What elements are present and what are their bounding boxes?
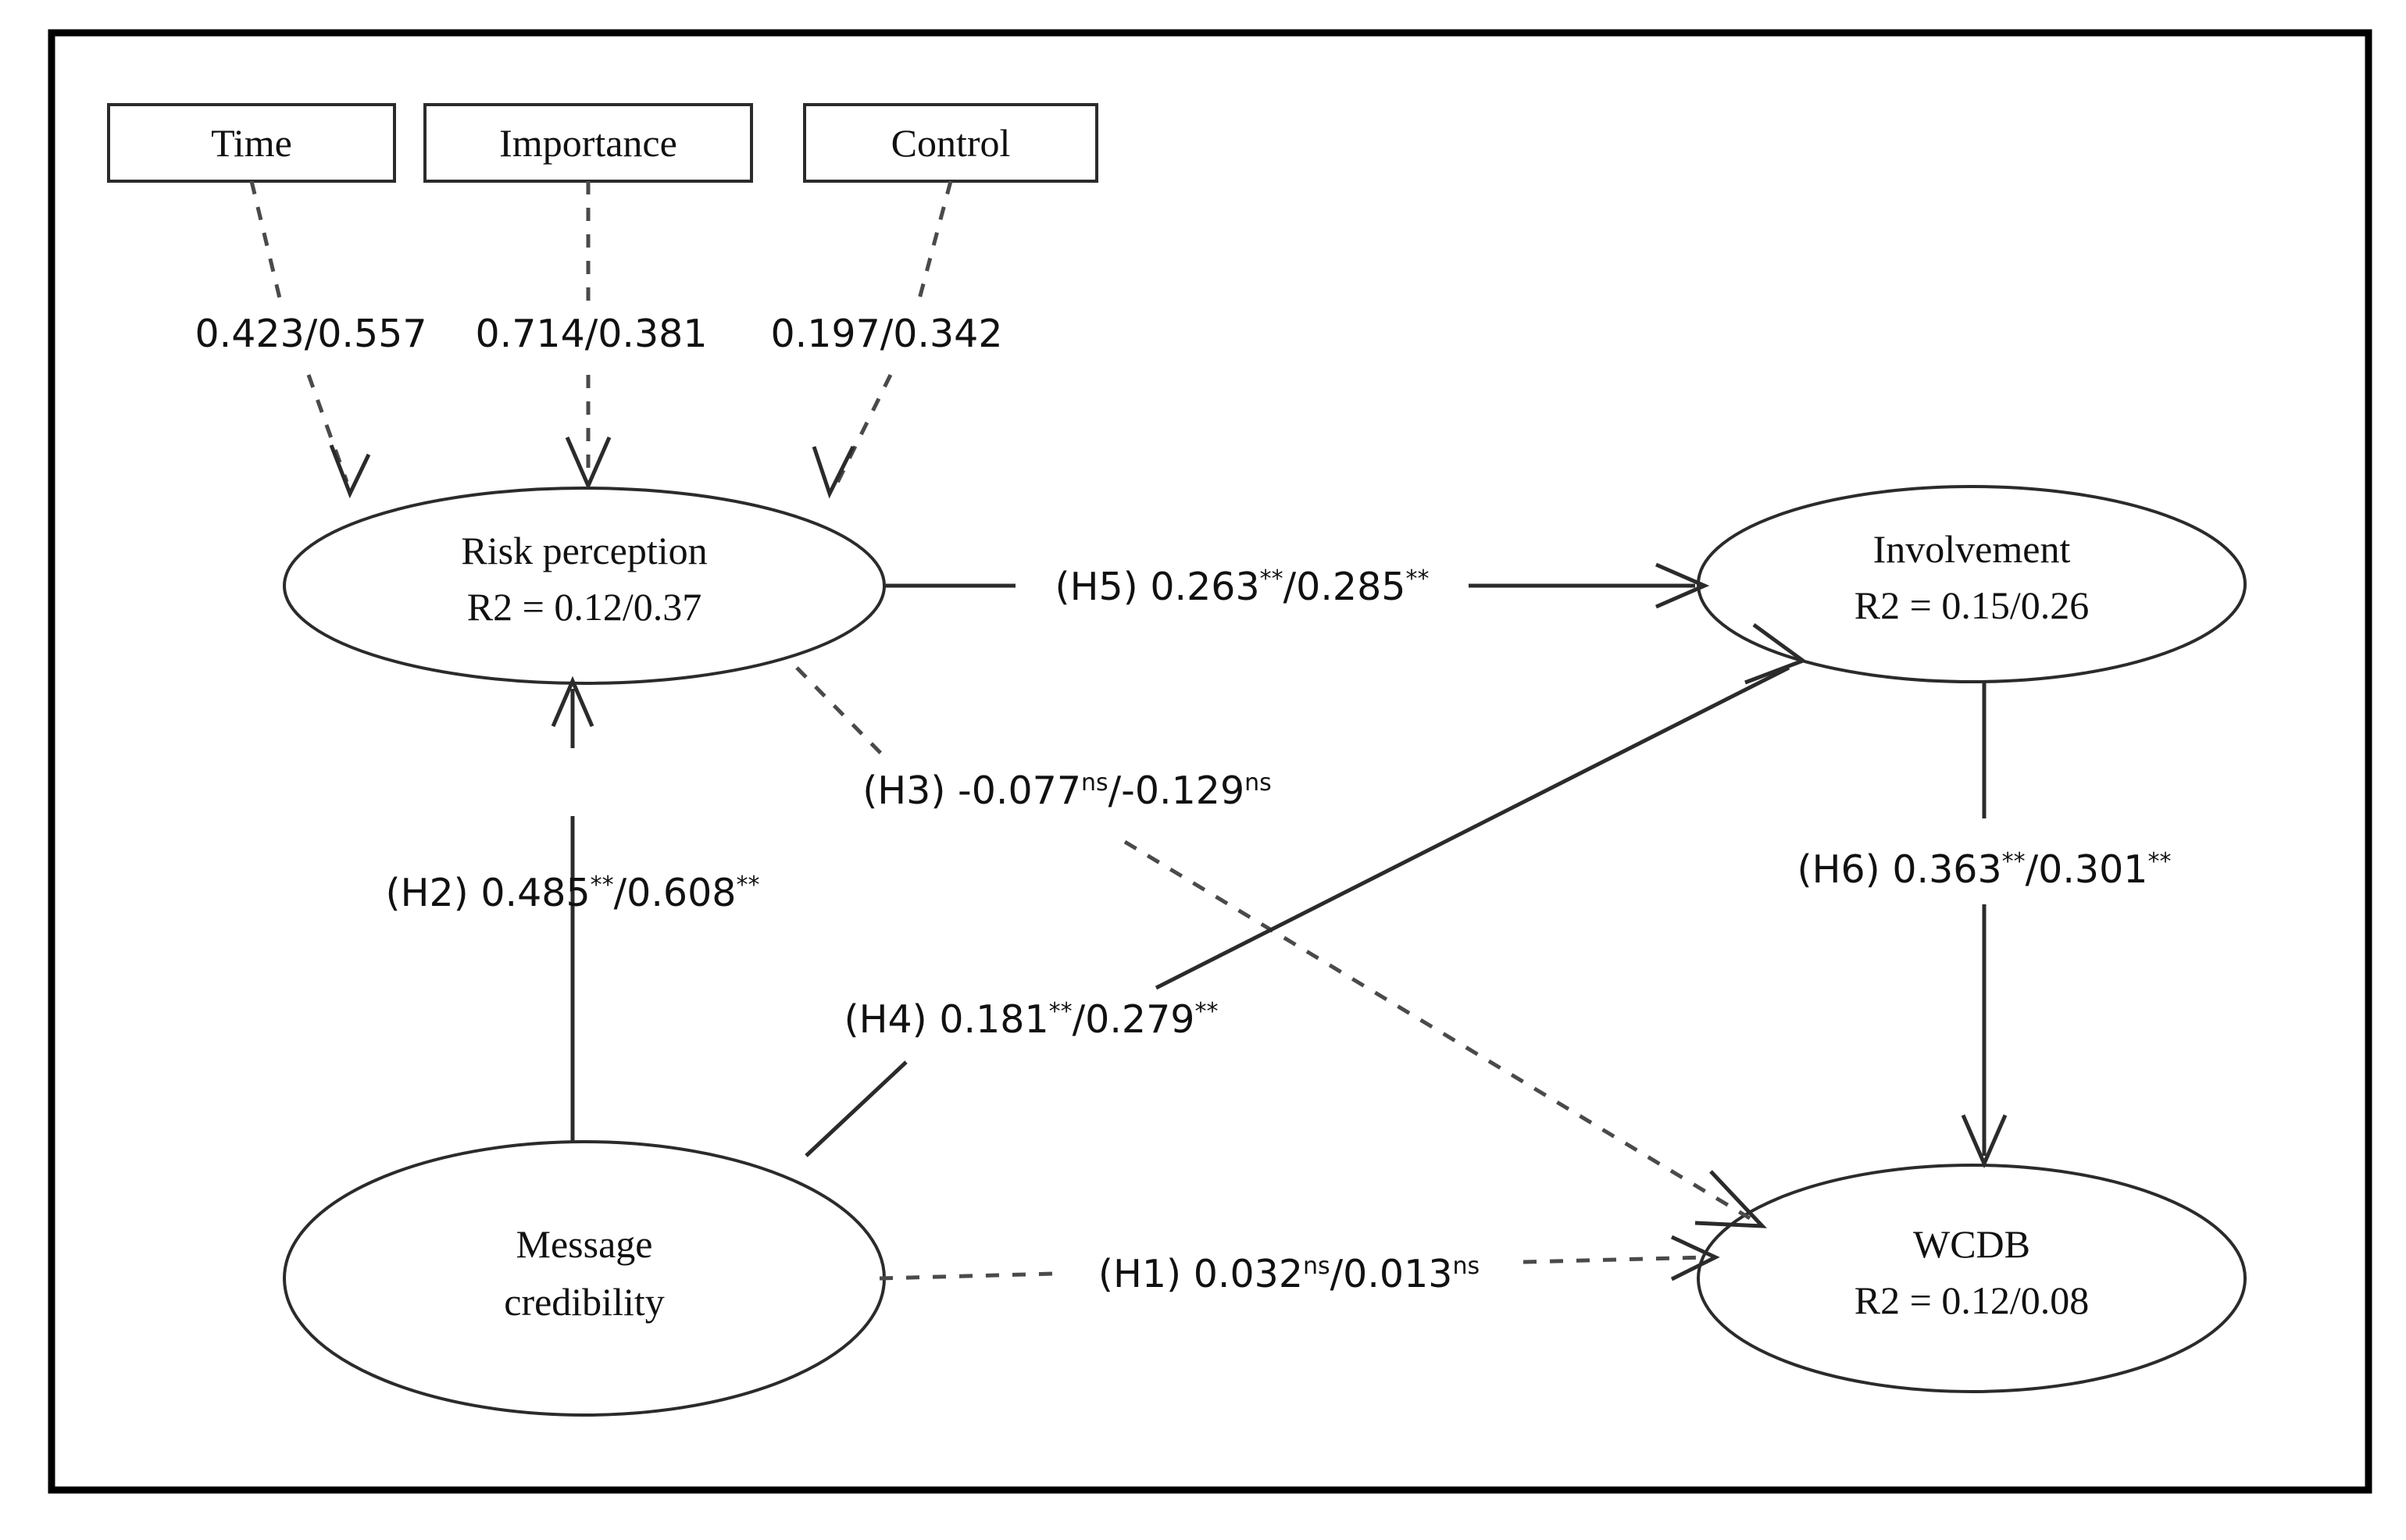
node-control: Control <box>803 103 1098 183</box>
h4-sup2: ** <box>1194 998 1218 1025</box>
message-credibility-ellipse <box>283 1140 886 1417</box>
node-wcdb: WCDB R2 = 0.12/0.08 <box>1697 1164 2247 1393</box>
edge-h4 <box>805 622 1808 1157</box>
message-credibility-label-line2: credibility <box>504 1280 665 1324</box>
node-importance: Importance <box>423 103 753 183</box>
h4-coef1: 0.181 <box>939 997 1048 1042</box>
h5-sup1: ** <box>1260 565 1283 593</box>
edge-importance-to-risk <box>565 181 612 491</box>
node-message-credibility: Message credibility <box>283 1140 886 1417</box>
importance-label: Importance <box>499 121 677 165</box>
h2-coef2: 0.608 <box>626 871 736 915</box>
h2-sup2: ** <box>736 872 759 899</box>
h2-sup1: ** <box>591 872 614 899</box>
h2-hypothesis: (H2) <box>386 871 469 915</box>
h6-sup1: ** <box>2002 848 2026 875</box>
h5-sup2: ** <box>1405 565 1429 593</box>
edge-time-to-risk <box>249 180 371 499</box>
node-involvement: Involvement R2 = 0.15/0.26 <box>1697 485 2247 683</box>
message-credibility-label-line1: Message <box>516 1222 653 1266</box>
time-label: Time <box>211 121 292 165</box>
h6-coef2: 0.301 <box>2038 847 2147 892</box>
h6-label: (H6) 0.363**/0.301** <box>1797 847 2172 892</box>
h4-sep: / <box>1073 997 1086 1042</box>
h5-hypothesis: (H5) <box>1055 565 1138 609</box>
h2-label: (H2) 0.485**/0.608** <box>386 871 760 915</box>
h5-coef1: 0.263 <box>1150 565 1259 609</box>
h4-hypothesis: (H4) <box>844 997 927 1042</box>
control-label: Control <box>891 121 1011 165</box>
loading-importance-label: 0.714/0.381 <box>475 312 707 356</box>
edge-h5 <box>884 562 1710 609</box>
h3-sup2: ns <box>1244 769 1272 797</box>
edge-h1 <box>879 1235 1720 1282</box>
wcdb-label: WCDB <box>1913 1222 2030 1266</box>
h2-sep: / <box>614 871 627 915</box>
risk-perception-label: Risk perception <box>461 529 707 572</box>
h4-sup1: ** <box>1049 998 1073 1025</box>
h3-label: (H3) -0.077ns/-0.129ns <box>862 768 1272 813</box>
h1-sup2: ns <box>1452 1253 1480 1280</box>
wcdb-r2: R2 = 0.12/0.08 <box>1854 1278 2089 1322</box>
h1-hypothesis: (H1) <box>1098 1252 1181 1296</box>
risk-perception-r2: R2 = 0.12/0.37 <box>467 585 701 629</box>
node-time: Time <box>107 103 396 183</box>
h6-coef1: 0.363 <box>1892 847 2001 892</box>
edge-control-to-risk <box>812 180 953 499</box>
h4-coef2: 0.279 <box>1085 997 1194 1042</box>
h2-coef1: 0.485 <box>480 871 590 915</box>
h5-label: (H5) 0.263**/0.285** <box>1055 565 1430 609</box>
h4-label: (H4) 0.181**/0.279** <box>844 997 1219 1042</box>
h1-sup1: ns <box>1303 1253 1330 1280</box>
loading-control-label: 0.197/0.342 <box>770 312 1002 356</box>
h1-coef1: 0.032 <box>1194 1252 1303 1296</box>
edge-h3 <box>795 666 1768 1228</box>
h6-sep: / <box>2026 847 2039 892</box>
h3-sup1: ns <box>1081 769 1108 797</box>
h3-hypothesis: (H3) <box>862 768 945 813</box>
control-box <box>803 103 1098 183</box>
h3-sep: / <box>1108 768 1122 813</box>
node-risk-perception: Risk perception R2 = 0.12/0.37 <box>283 487 886 685</box>
h5-coef2: 0.285 <box>1296 565 1405 609</box>
loading-time-label: 0.423/0.557 <box>195 312 427 356</box>
h5-sep: / <box>1283 565 1297 609</box>
h1-coef2: 0.013 <box>1343 1252 1452 1296</box>
h1-sep: / <box>1330 1252 1344 1296</box>
h3-coef1: -0.077 <box>958 768 1081 813</box>
h1-label: (H1) 0.032ns/0.013ns <box>1098 1252 1480 1296</box>
wcdb-ellipse <box>1697 1164 2247 1393</box>
involvement-label: Involvement <box>1873 527 2071 571</box>
edge-h6 <box>1961 681 2008 1169</box>
involvement-r2: R2 = 0.15/0.26 <box>1854 583 2089 627</box>
h6-sup2: ** <box>2147 848 2171 875</box>
diagram-frame <box>48 29 2372 1494</box>
h6-hypothesis: (H6) <box>1797 847 1880 892</box>
edge-h2 <box>551 676 594 1142</box>
h3-coef2: -0.129 <box>1121 768 1244 813</box>
